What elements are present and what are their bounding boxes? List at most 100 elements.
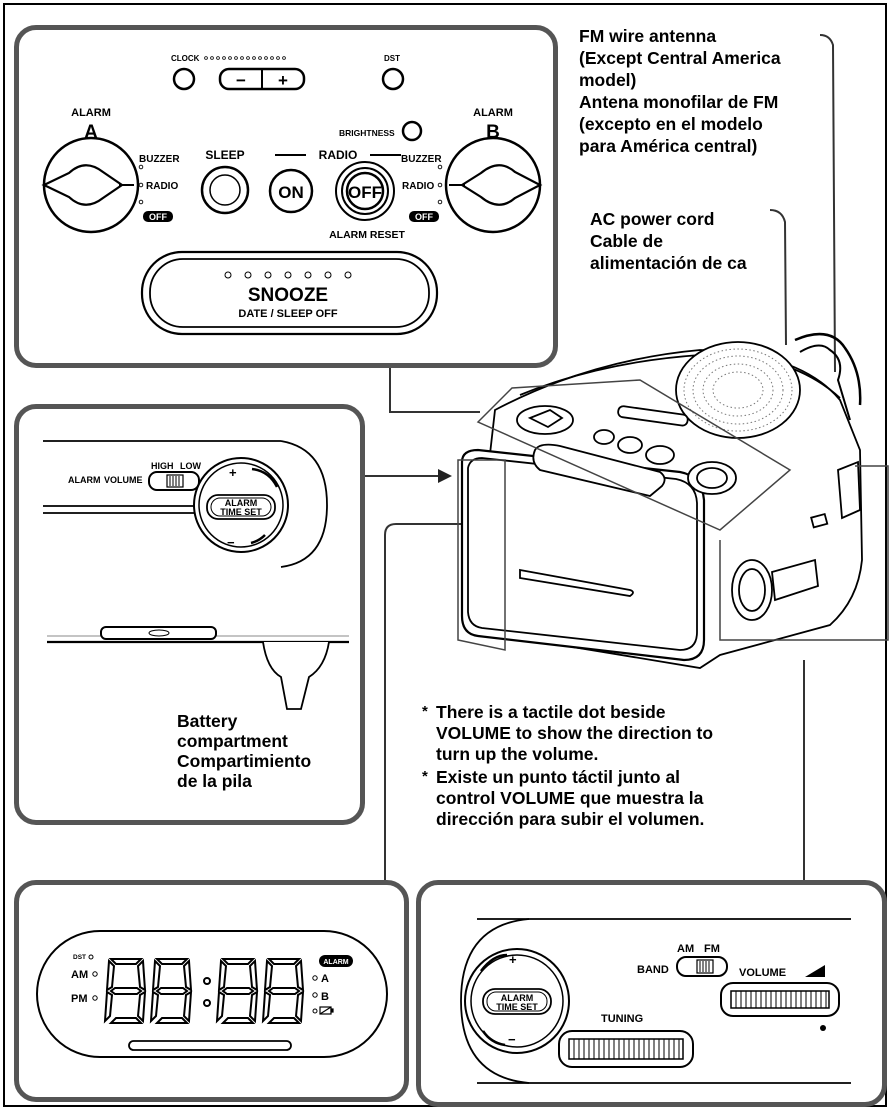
band-switch[interactable] xyxy=(676,956,728,977)
snooze-dots xyxy=(224,271,352,279)
alarm-a-dial[interactable] xyxy=(41,136,140,234)
radio-a-label: RADIO xyxy=(146,181,178,192)
alarm-reset-label: ALARM RESET xyxy=(329,229,405,241)
alarm-a-title: ALARM xyxy=(71,107,111,119)
minus-icon: − xyxy=(508,1032,516,1047)
alarm-badge-label: ALARM xyxy=(323,959,348,966)
clock-button[interactable] xyxy=(172,67,196,91)
display-light-bar xyxy=(128,1040,292,1051)
alarm-time-set-knob[interactable] xyxy=(464,948,570,1054)
snooze-sub-label: DATE / SLEEP OFF xyxy=(238,308,337,320)
alarm-b-indicator: B xyxy=(321,991,329,1003)
tactile-dot xyxy=(820,1025,826,1031)
off-b-badge xyxy=(409,211,439,222)
snooze-bar[interactable] xyxy=(140,250,439,336)
plus-icon: + xyxy=(509,952,517,967)
battery-line: compartment xyxy=(177,731,288,751)
buzzer-a-label: BUZZER xyxy=(139,154,180,165)
ac-cord-line: Cable de xyxy=(590,231,663,251)
fm-antenna-line: para América central) xyxy=(579,136,758,156)
battery-callout: Battery compartment Compartimiento de la… xyxy=(177,711,311,791)
fm-antenna-line: Antena monofilar de FM xyxy=(579,92,779,112)
off-a-badge xyxy=(143,211,173,222)
plus-icon: + xyxy=(229,465,237,480)
knob-line2: TIME SET xyxy=(220,507,262,517)
battery-line: Battery xyxy=(177,711,238,731)
low-label: LOW xyxy=(180,461,201,471)
battery-line: de la pila xyxy=(177,771,252,791)
knob-line2: TIME SET xyxy=(496,1002,538,1012)
battery-line: Compartimiento xyxy=(177,751,312,771)
ac-cord-callout: AC power cord Cable de alimentación de c… xyxy=(590,208,747,274)
ac-cord-line: AC power cord xyxy=(590,209,715,229)
display-panel: DST AM PM xyxy=(14,880,409,1102)
off-a-label: OFF xyxy=(149,212,167,222)
tuning-wheel[interactable] xyxy=(558,1030,694,1068)
footnote-line: control VOLUME que muestra la xyxy=(436,788,704,808)
am-label: AM xyxy=(677,943,694,955)
controls-panel: ALARM TIME SET + − AM FM BAND VOLUME xyxy=(416,880,887,1107)
volume-label: VOLUME xyxy=(739,967,786,979)
volume-wheel[interactable] xyxy=(720,982,840,1017)
footnote-line: VOLUME to show the direction to xyxy=(436,723,714,743)
battery-compartment-lid[interactable] xyxy=(100,626,217,640)
high-label: HIGH xyxy=(151,461,174,471)
alarm-b-dial[interactable] xyxy=(444,136,543,234)
pm-label: PM xyxy=(71,993,88,1005)
off-b-label: OFF xyxy=(415,212,433,222)
knob-line1: ALARM xyxy=(225,498,258,508)
footnote-marker: * xyxy=(422,703,428,720)
footnote-marker: * xyxy=(422,768,428,785)
alarm-volume-label: ALARM xyxy=(68,475,101,485)
radio-on-button[interactable] xyxy=(268,168,314,214)
clock-dst-dotted-scale xyxy=(204,56,286,60)
sleep-button[interactable] xyxy=(200,165,250,215)
top-control-panel: CLOCK DST − + ALARM A BUZZER RADIO OFF xyxy=(14,25,558,368)
buzzer-b-label: BUZZER xyxy=(401,154,442,165)
brightness-button[interactable] xyxy=(401,120,423,142)
footnote-line: turn up the volume. xyxy=(436,744,599,764)
fm-antenna-line: (excepto en el modelo xyxy=(579,114,763,134)
band-label: BAND xyxy=(637,964,669,976)
footnote-line: Existe un punto táctil junto al xyxy=(436,767,681,787)
off-label: OFF xyxy=(348,183,382,202)
sleep-label: SLEEP xyxy=(205,148,244,162)
footnote-line: dirección para subir el volumen. xyxy=(436,809,705,829)
knob-line1: ALARM xyxy=(501,993,534,1003)
snooze-label: SNOOZE xyxy=(248,285,328,306)
alarm-badge xyxy=(319,955,353,967)
volume-label: VOLUME xyxy=(104,475,143,485)
alarm-a-indicator: A xyxy=(321,973,329,985)
side-detail-panel: ALARM VOLUME HIGH LOW ALARM TIME SET + − xyxy=(14,404,365,825)
fm-antenna-callout: FM wire antenna (Except Central America … xyxy=(579,25,781,157)
dst-button[interactable] xyxy=(381,67,405,91)
am-label: AM xyxy=(71,969,88,981)
fm-antenna-line: model) xyxy=(579,70,637,90)
digit xyxy=(103,958,147,1024)
digit xyxy=(149,958,193,1024)
display-outline xyxy=(36,930,388,1058)
plus-icon: + xyxy=(278,71,288,90)
dst-label: DST xyxy=(384,54,400,63)
seven-segment-digits xyxy=(103,958,305,1024)
fm-antenna-line: FM wire antenna xyxy=(579,26,717,46)
digit xyxy=(215,958,259,1024)
alarm-volume-switch[interactable] xyxy=(148,471,200,491)
battery-low-icon xyxy=(319,1006,334,1015)
tuning-label: TUNING xyxy=(601,1013,643,1025)
foot-illustration xyxy=(262,641,330,710)
footnote-line: There is a tactile dot beside xyxy=(436,702,666,722)
fm-antenna-line: (Except Central America xyxy=(579,48,781,68)
radio-b-label: RADIO xyxy=(402,181,434,192)
minus-icon: − xyxy=(227,535,235,550)
footnote-en: * There is a tactile dot beside VOLUME t… xyxy=(422,702,713,765)
ac-cord-line: alimentación de ca xyxy=(590,253,747,273)
fm-label: FM xyxy=(704,943,720,955)
dst-indicator-label: DST xyxy=(73,954,86,961)
brightness-label: BRIGHTNESS xyxy=(339,128,395,138)
minus-icon: − xyxy=(236,71,246,90)
alarm-time-set-knob[interactable] xyxy=(193,457,289,553)
radio-group-label: RADIO xyxy=(319,148,358,162)
footnote-es: * Existe un punto táctil junto al contro… xyxy=(422,767,704,830)
on-label: ON xyxy=(278,183,304,202)
